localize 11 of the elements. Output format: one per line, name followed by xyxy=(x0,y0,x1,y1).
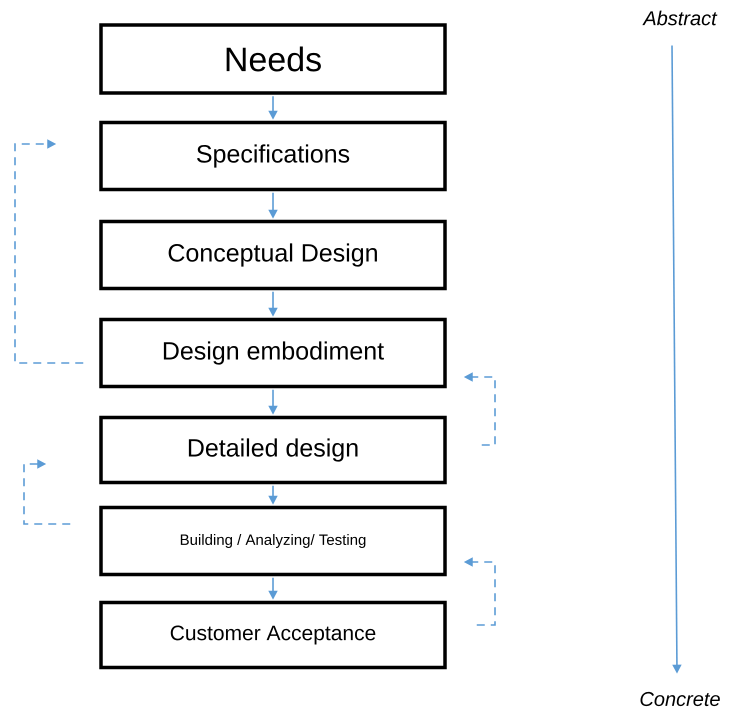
scale-label: Abstract xyxy=(642,10,718,26)
process-box: Building / Analyzing/ Testing xyxy=(99,506,447,576)
process-box: Detailed design xyxy=(99,416,447,484)
process-box: Specifications xyxy=(99,120,447,192)
process-box: Conceptual Design xyxy=(99,220,447,290)
process-box: Customer Acceptance xyxy=(99,600,447,670)
arrow xyxy=(23,459,70,525)
scale-label: Concrete xyxy=(640,692,720,706)
arrow xyxy=(14,139,84,364)
process-box: Needs xyxy=(99,23,447,95)
process-box: Design embodiment xyxy=(99,318,447,388)
